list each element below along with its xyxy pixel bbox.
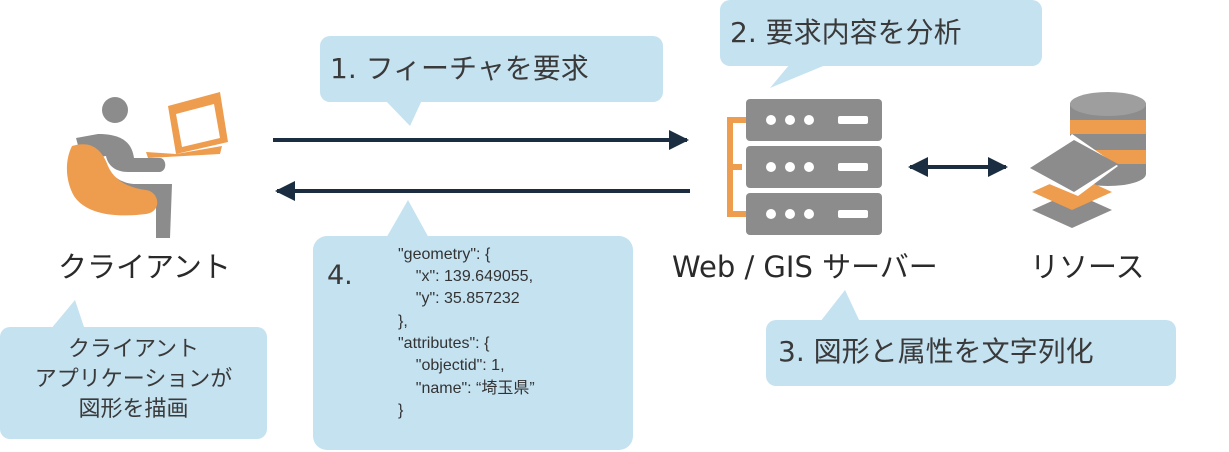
step2-label: 2. 要求内容を分析 [730,16,962,49]
resource-label: リソース [1030,250,1145,284]
json-line: "y": 35.857232 [398,290,520,307]
client-label: クライアント [58,250,231,284]
client-note-line-2: アプリケーションが [34,367,233,392]
server-rack-icon [727,99,882,235]
step1-label: 1. フィーチャを要求 [330,52,589,85]
database-layers-icon [1030,92,1146,228]
step2-bubble [720,0,1042,88]
person-at-laptop-icon [66,92,228,238]
client-note-bubble [0,300,267,439]
step4-number: 4. [327,260,353,291]
json-line: } [398,402,404,419]
json-line: "geometry": { [398,246,491,263]
client-note-line-1: クライアント [67,337,200,362]
client-note-line-3: 図形を描画 [78,397,189,422]
step3-label: 3. 図形と属性を文字列化 [778,335,1094,368]
step1-bubble [320,36,663,126]
response-json-bubble [313,200,633,450]
step3-bubble [766,290,1176,386]
json-line: "attributes": { [398,335,490,352]
json-line: }, [398,313,408,330]
json-line: "name": “埼玉県” [398,380,535,397]
json-line: "objectid": 1, [398,357,505,374]
json-line: "x": 139.649055, [398,268,534,285]
server-label: Web / GIS サーバー [672,250,938,284]
